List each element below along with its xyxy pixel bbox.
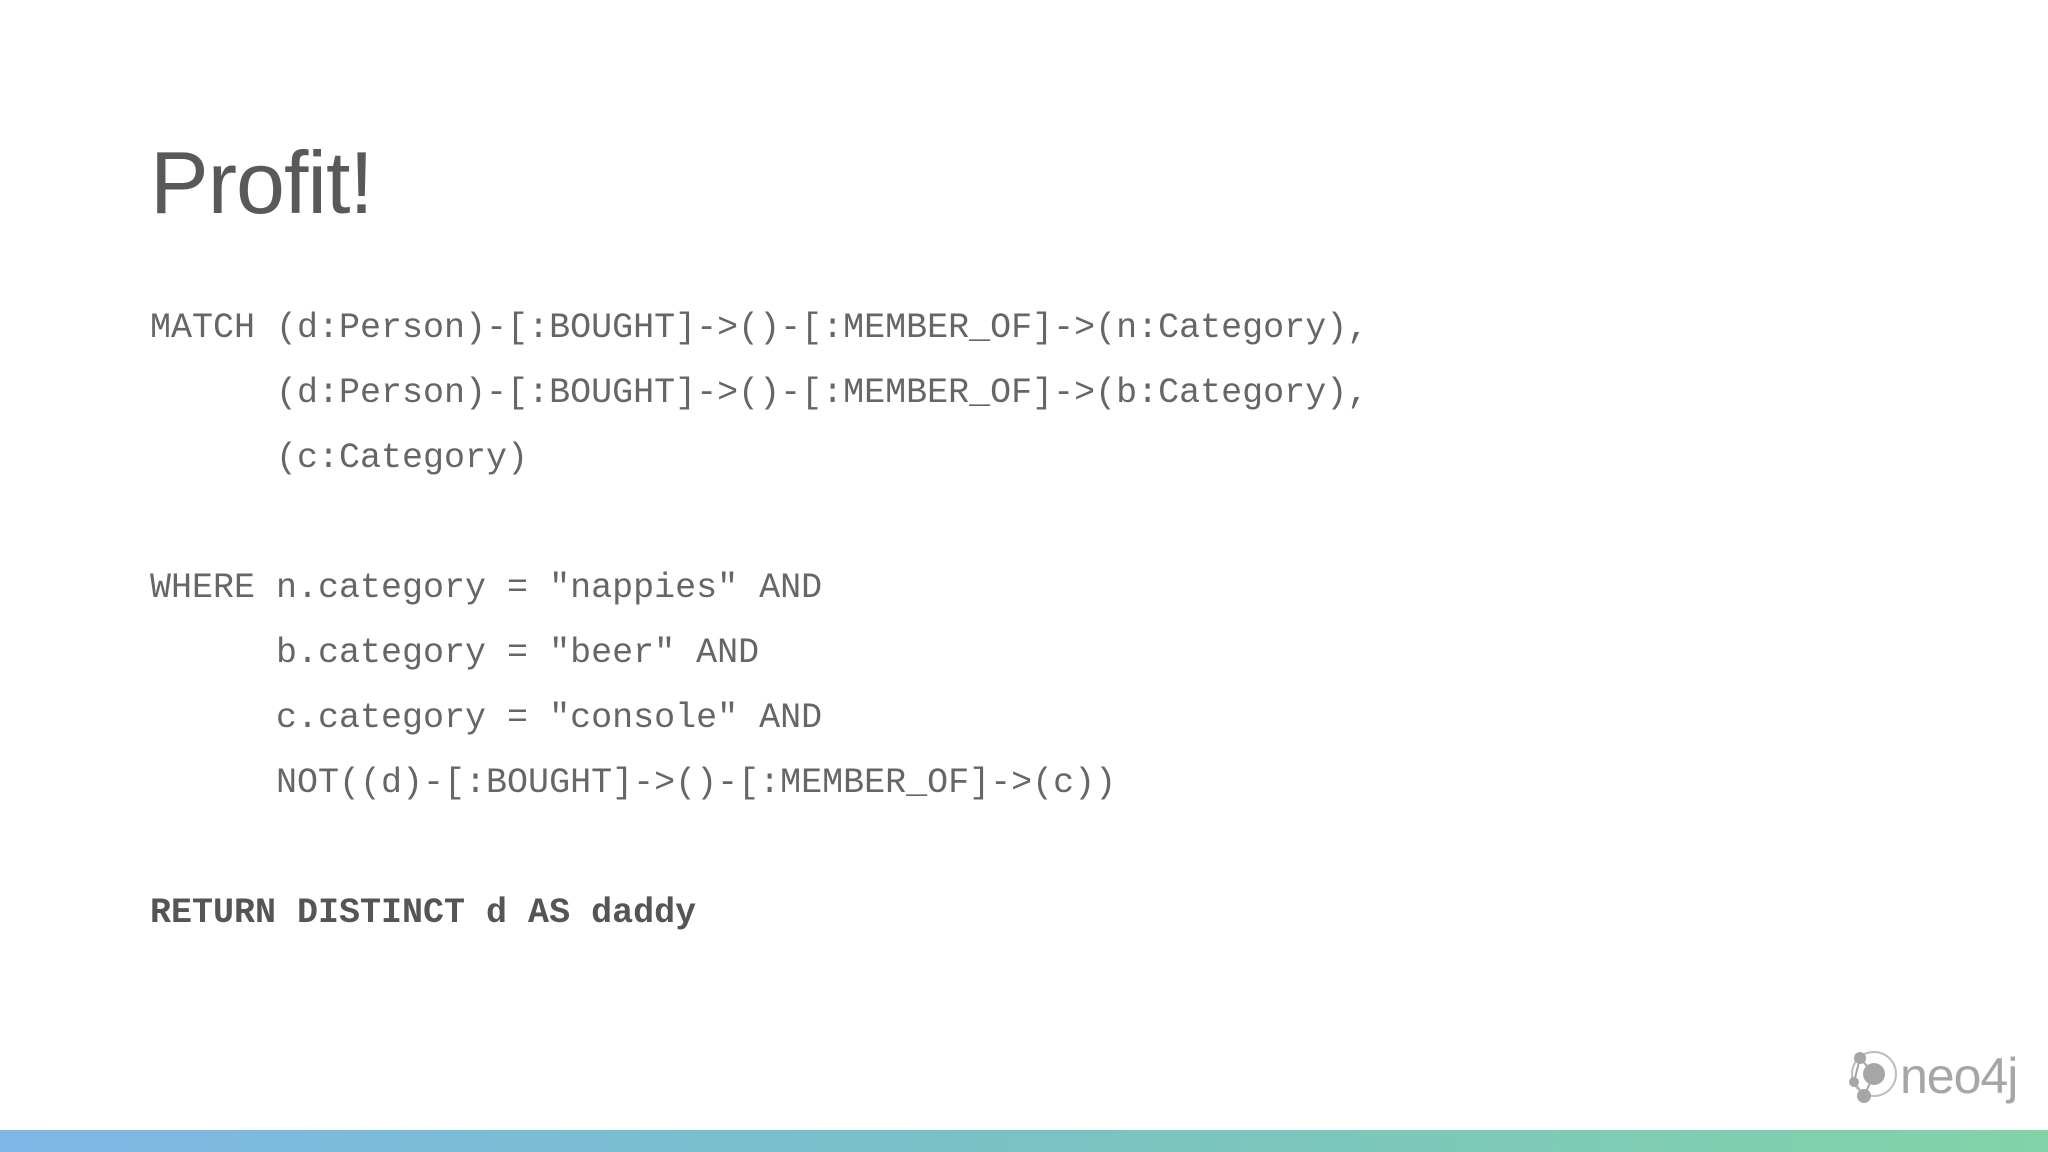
code-line-match-1: MATCH (d:Person)-[:BOUGHT]->()-[:MEMBER_… <box>150 308 1369 348</box>
neo4j-logo-text: neo4j <box>1900 1048 2018 1104</box>
code-line-where-1: WHERE n.category = "nappies" AND <box>150 568 823 608</box>
code-line-where-3: c.category = "console" AND <box>150 698 823 738</box>
neo4j-graph-icon <box>1849 1051 1897 1103</box>
slide-title: Profit! <box>150 133 374 232</box>
code-line-return: RETURN DISTINCT d AS daddy <box>150 893 697 933</box>
code-line-where-2: b.category = "beer" AND <box>150 633 760 673</box>
footer-gradient-bar <box>0 1130 2048 1152</box>
code-line-match-3: (c:Category) <box>150 438 529 478</box>
code-line-where-4: NOT((d)-[:BOUGHT]->()-[:MEMBER_OF]->(c)) <box>150 763 1117 803</box>
code-blank-line <box>150 816 1368 881</box>
neo4j-logo: neo4j <box>1846 1044 2018 1108</box>
code-line-match-2: (d:Person)-[:BOUGHT]->()-[:MEMBER_OF]->(… <box>150 373 1369 413</box>
code-blank-line <box>150 491 1368 556</box>
cypher-query: MATCH (d:Person)-[:BOUGHT]->()-[:MEMBER_… <box>150 296 1368 946</box>
